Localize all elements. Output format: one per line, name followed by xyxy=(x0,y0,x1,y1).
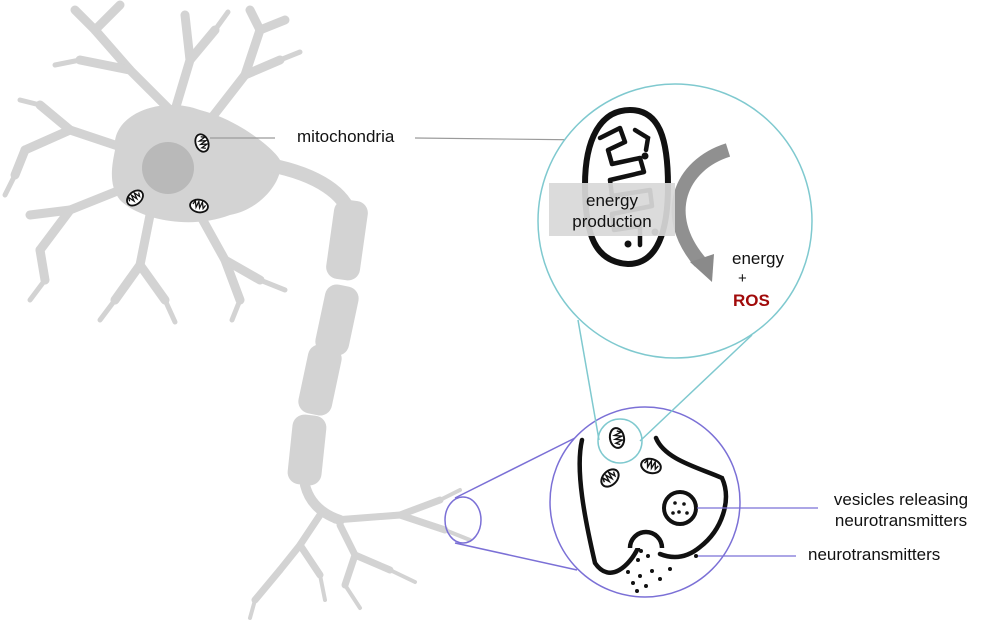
mitochondria-label: mitochondria xyxy=(297,127,395,146)
mitochondria-leader-right xyxy=(414,137,591,141)
axon-terminals xyxy=(248,488,472,620)
neuron-silhouette xyxy=(2,0,303,325)
synapse-zoom-circle xyxy=(549,406,741,598)
synapse-source-marker xyxy=(444,496,482,544)
axon xyxy=(263,158,368,525)
releasing-vesicle-contents xyxy=(636,549,650,562)
vesicle xyxy=(662,490,698,526)
cell-body xyxy=(111,104,281,223)
nucleus xyxy=(142,142,194,194)
ros-label: ROS xyxy=(733,291,770,310)
energy-production-box xyxy=(549,183,675,236)
output-plus-label: + xyxy=(738,270,747,287)
presynaptic-membrane xyxy=(577,437,641,575)
released-neurotransmitters xyxy=(626,567,672,593)
mitochondrion-zoom xyxy=(537,83,813,442)
energy-production-line-2: production xyxy=(572,212,652,231)
energy-production-line-1: energy xyxy=(586,191,638,210)
mito-source-marker xyxy=(597,418,643,464)
vesicles-label-line-1: vesicles releasing xyxy=(833,490,969,509)
neurotransmitters-label: neurotransmitters xyxy=(808,545,941,564)
energy-arrow xyxy=(671,143,731,267)
output-energy-label: energy xyxy=(732,249,784,268)
vesicles-label: vesicles releasing neurotransmitters xyxy=(822,489,980,531)
synapse-zoom xyxy=(444,406,818,598)
energy-production-label: energy production xyxy=(549,190,675,232)
vesicles-label-line-2: neurotransmitters xyxy=(834,511,968,530)
